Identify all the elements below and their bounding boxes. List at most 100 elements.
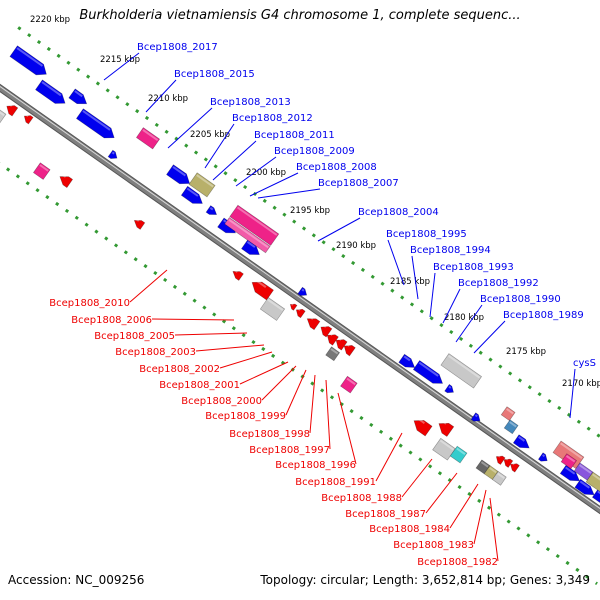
forward-block-2-gloss: [196, 174, 214, 188]
reverse-gene-8: [295, 308, 306, 319]
forward-gene-17-gloss: [542, 454, 545, 458]
forward-gene-7-gloss: [186, 187, 199, 197]
forward-gene-2-gloss: [41, 81, 62, 97]
forward-label-9: Bcep1808_2004: [358, 207, 439, 218]
sequence-summary: Topology: circular; Length: 3,652,814 bp…: [260, 573, 590, 587]
reverse-gene-11-shape: [326, 334, 339, 346]
reverse-label-8: Bcep1808_1999: [205, 411, 286, 422]
forward-leader-2: [145, 79, 177, 113]
forward-gene-8-shape: [205, 205, 218, 215]
forward-label-7: Bcep1808_2008: [296, 162, 377, 173]
forward-label-12: Bcep1808_1993: [433, 262, 514, 273]
forward-leader-1: [103, 52, 140, 81]
ruler-label-3: 2210 kbp: [148, 94, 188, 104]
forward-block-5-gloss: [448, 355, 481, 379]
reverse-leader-7: [261, 365, 297, 401]
reverse-gene-12-gloss: [338, 337, 342, 341]
forward-gene-19-shape: [574, 478, 595, 496]
forward-gene-17: [537, 452, 548, 462]
forward-gene-2-shape: [35, 79, 66, 104]
forward-gene-14-gloss: [448, 385, 452, 389]
reverse-leader-10: [325, 379, 331, 450]
forward-block-1-gloss: [142, 129, 159, 141]
reverse-gene-5-shape: [232, 271, 244, 281]
forward-gene-7: [180, 185, 203, 204]
forward-block-3: [229, 204, 280, 246]
reverse-block-3: [259, 297, 286, 321]
forward-gene-8-gloss: [209, 207, 214, 211]
forward-leader-8: [257, 188, 321, 199]
reverse-gene-1-shape: [6, 105, 19, 117]
reverse-leader-4: [195, 344, 265, 352]
backbone-highlight: [0, 85, 600, 510]
reverse-leader-9: [309, 374, 316, 434]
forward-label-13: Bcep1808_1992: [458, 278, 539, 289]
forward-gene-18: [559, 464, 580, 482]
reverse-gene-16-gloss: [497, 454, 501, 458]
forward-gene-16-shape: [512, 434, 530, 449]
forward-block-10-gloss: [579, 464, 592, 474]
reverse-label-2: Bcep1808_2006: [71, 315, 152, 326]
reverse-label-6: Bcep1808_2001: [159, 380, 240, 391]
forward-gene-4-shape: [75, 108, 115, 139]
reverse-gene-13-shape: [343, 345, 356, 357]
reverse-gene-10-shape: [320, 326, 333, 338]
reverse-leader-15: [449, 483, 479, 529]
reverse-gene-3: [59, 173, 74, 189]
reverse-block-6-gloss: [439, 439, 454, 451]
reverse-gene-18-shape: [510, 463, 520, 473]
reverse-block-10: [491, 470, 507, 486]
reverse-leader-16: [473, 489, 487, 545]
forward-block-7-gloss: [509, 421, 517, 428]
forward-gene-14-shape: [444, 383, 454, 394]
forward-gene-2: [35, 79, 66, 104]
forward-gene-18-shape: [559, 464, 580, 482]
ruler-label-11: 2170 kbp: [562, 379, 600, 389]
ruler-label-5: 2200 kbp: [246, 168, 286, 178]
forward-leader-3: [167, 107, 213, 149]
reverse-gene-9-shape: [306, 318, 321, 331]
forward-block-6-shape: [500, 406, 516, 422]
forward-leader-14: [455, 304, 483, 343]
forward-gene-13-shape: [412, 360, 444, 384]
ruler-label-4: 2205 kbp: [190, 130, 230, 140]
forward-block-11-shape: [585, 471, 600, 493]
reverse-gene-9: [306, 316, 321, 331]
reverse-block-9-gloss: [489, 467, 497, 474]
reverse-leader-1: [129, 269, 168, 303]
reverse-gene-4: [133, 218, 146, 230]
ruler-label-10: 2175 kbp: [506, 347, 546, 357]
forward-leader-11: [411, 255, 419, 300]
forward-gene-18-gloss: [565, 466, 576, 475]
forward-gene-10-gloss: [246, 241, 256, 248]
forward-block-5: [440, 353, 483, 389]
reverse-gene-7-shape: [289, 303, 298, 311]
forward-block-9-shape: [560, 453, 578, 470]
forward-label-2: Bcep1808_2015: [174, 69, 255, 80]
backbone: [0, 84, 600, 514]
reverse-block-10-shape: [491, 470, 507, 486]
reverse-block-10-gloss: [497, 472, 505, 479]
forward-gene-17-shape: [537, 452, 548, 462]
reverse-gene-5-gloss: [234, 269, 238, 273]
forward-label-14: Bcep1808_1990: [480, 294, 561, 305]
forward-label-16: cysS: [573, 358, 596, 369]
forward-leader-16: [569, 368, 576, 419]
forward-label-3: Bcep1808_2013: [210, 97, 291, 108]
forward-gene-12-shape: [398, 353, 416, 368]
forward-gene-19: [574, 478, 595, 496]
reverse-gene-6: [251, 278, 274, 301]
ruler-label-6: 2195 kbp: [290, 206, 330, 216]
reverse-gene-9-gloss: [309, 316, 314, 320]
forward-gene-3-shape: [68, 88, 88, 105]
forward-gene-11-gloss: [301, 288, 305, 292]
reverse-gene-18: [510, 462, 520, 473]
reverse-gene-10-gloss: [322, 324, 327, 328]
reverse-block-4: [325, 346, 341, 362]
forward-leader-12: [429, 272, 436, 318]
reverse-gene-3-gloss: [61, 173, 67, 178]
outer-ruler-track: [17, 26, 600, 439]
reverse-gene-1: [6, 103, 19, 117]
forward-gene-19-gloss: [579, 480, 590, 489]
